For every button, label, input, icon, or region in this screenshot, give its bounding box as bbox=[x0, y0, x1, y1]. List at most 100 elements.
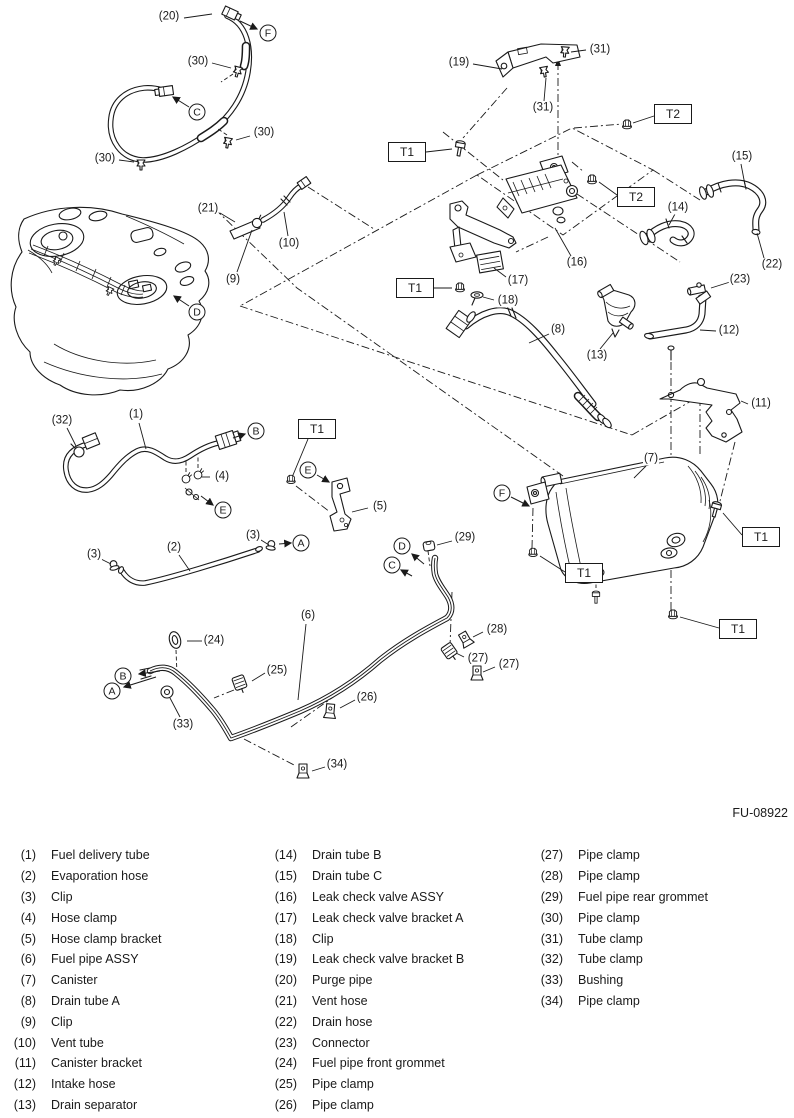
connection-letter: B bbox=[114, 667, 132, 685]
part-number: (14) bbox=[274, 848, 297, 863]
part-callout: (18) bbox=[496, 294, 520, 308]
connection-letter: E bbox=[214, 501, 232, 519]
part-number: (32) bbox=[540, 952, 563, 967]
part-callout: (8) bbox=[549, 323, 567, 337]
connection-letter: C bbox=[383, 556, 401, 574]
purge-pipe-drawing bbox=[107, 5, 253, 171]
part-name: Leak check valve bracket B bbox=[312, 952, 465, 967]
part-number: (17) bbox=[274, 910, 297, 925]
legend-row: (26)Pipe clamp bbox=[266, 1095, 464, 1116]
part-number: (13) bbox=[13, 1097, 36, 1112]
legend-row: (8)Drain tube A bbox=[2, 991, 161, 1012]
diagram-artwork bbox=[10, 5, 767, 779]
part-name: Pipe clamp bbox=[578, 910, 640, 925]
legend-row: (24)Fuel pipe front grommet bbox=[266, 1053, 464, 1074]
drain-hoses-drawing bbox=[597, 179, 767, 340]
connection-letter: D bbox=[188, 303, 206, 321]
legend-row: (2)Evaporation hose bbox=[2, 866, 161, 887]
part-callout: (9) bbox=[224, 273, 242, 287]
part-callout: (33) bbox=[171, 718, 195, 732]
part-name: Tube clamp bbox=[578, 931, 643, 946]
part-number: (22) bbox=[274, 1014, 297, 1029]
part-callout: (30) bbox=[186, 55, 210, 69]
legend-row: (12) Intake hose bbox=[2, 1074, 161, 1095]
part-name: Vent hose bbox=[312, 993, 368, 1008]
part-callout: (21) bbox=[196, 202, 220, 216]
legend-column-3: (27)Pipe clamp(28)Pipe clamp(29)Fuel pip… bbox=[534, 845, 708, 1011]
part-number: (30) bbox=[540, 910, 563, 925]
part-callout: (16) bbox=[565, 256, 589, 270]
part-name: Drain separator bbox=[51, 1097, 138, 1112]
hose-clamp-bracket-drawing bbox=[329, 477, 352, 532]
part-callout: (32) bbox=[50, 414, 74, 428]
part-number: (27) bbox=[540, 848, 563, 863]
connection-letter: B bbox=[247, 422, 265, 440]
part-callout: (5) bbox=[371, 500, 389, 514]
part-name: Intake hose bbox=[51, 1077, 116, 1092]
part-number: (24) bbox=[274, 1056, 297, 1071]
part-callout: (15) bbox=[730, 150, 754, 164]
evaporation-hose-drawing bbox=[107, 539, 278, 586]
connection-letter: D bbox=[393, 537, 411, 555]
legend-row: (28)Pipe clamp bbox=[534, 866, 708, 887]
part-callout: (11) bbox=[750, 397, 772, 411]
legend-row: (17) Leak check valve bracket A bbox=[266, 907, 464, 928]
part-name: Pipe clamp bbox=[578, 993, 640, 1008]
part-name: Pipe clamp bbox=[578, 869, 640, 884]
part-name: Leak check valve bracket A bbox=[312, 910, 464, 925]
part-name: Canister bracket bbox=[51, 1056, 143, 1071]
legend-row: (11)Canister bracket bbox=[2, 1053, 161, 1074]
part-name: Clip bbox=[51, 1014, 73, 1029]
part-number: (16) bbox=[274, 889, 297, 904]
part-name: Drain tube A bbox=[51, 993, 120, 1008]
part-callout: (28) bbox=[485, 623, 509, 637]
torque-label: T1 bbox=[298, 419, 336, 439]
part-name: Hose clamp bracket bbox=[51, 931, 162, 946]
legend-row: (16) Leak check valve ASSY bbox=[266, 887, 464, 908]
part-number: (31) bbox=[540, 931, 563, 946]
torque-label: T1 bbox=[565, 563, 603, 583]
part-number: (25) bbox=[274, 1077, 297, 1092]
part-number: (12) bbox=[13, 1077, 36, 1092]
legend-row: (20)Purge pipe bbox=[266, 970, 464, 991]
part-number: (7) bbox=[20, 973, 36, 988]
part-callout: (30) bbox=[252, 126, 276, 140]
part-callout: (3) bbox=[85, 548, 103, 562]
part-callout: (17) bbox=[506, 274, 530, 288]
part-callout: (34) bbox=[325, 758, 349, 772]
torque-label: T2 bbox=[654, 104, 692, 124]
canister-drawing bbox=[526, 345, 743, 604]
leak-check-valve-drawing bbox=[496, 155, 579, 224]
part-number: (33) bbox=[540, 973, 563, 988]
part-callout: (10) bbox=[277, 237, 301, 251]
legend-row: (7)Canister bbox=[2, 970, 161, 991]
torque-label: T1 bbox=[396, 278, 434, 298]
part-number: (3) bbox=[20, 889, 36, 904]
legend-row: (14)Drain tube B bbox=[266, 845, 464, 866]
part-name: Pipe clamp bbox=[312, 1077, 374, 1092]
part-number: (26) bbox=[274, 1097, 297, 1112]
legend-row: (33)Bushing bbox=[534, 970, 708, 991]
part-callout: (3) bbox=[244, 529, 262, 543]
part-number: (23) bbox=[274, 1035, 297, 1050]
torque-label: T2 bbox=[617, 187, 655, 207]
legend-column-2: (14)Drain tube B(15)Drain tube C(16)Leak… bbox=[266, 845, 464, 1115]
part-name: Tube clamp bbox=[578, 952, 643, 967]
legend-row: (27)Pipe clamp bbox=[534, 845, 708, 866]
part-name: Leak check valve ASSY bbox=[312, 889, 445, 904]
part-number: (5) bbox=[20, 931, 36, 946]
part-name: Fuel pipe ASSY bbox=[51, 952, 139, 967]
part-name: Purge pipe bbox=[312, 973, 373, 988]
legend-row: (21) Vent hose bbox=[266, 991, 464, 1012]
part-number: (1) bbox=[20, 848, 36, 863]
connection-letter: C bbox=[188, 103, 206, 121]
leader-lines bbox=[66, 13, 765, 772]
legend-row: (32) Tube clamp bbox=[534, 949, 708, 970]
part-number: (21) bbox=[274, 993, 297, 1008]
connection-letter: F bbox=[493, 484, 511, 502]
legend-row: (31) Tube clamp bbox=[534, 928, 708, 949]
bracket-a-drawing bbox=[449, 200, 517, 306]
part-callout: (24) bbox=[202, 634, 226, 648]
part-callout: (25) bbox=[265, 664, 289, 678]
part-number: (9) bbox=[20, 1014, 36, 1029]
